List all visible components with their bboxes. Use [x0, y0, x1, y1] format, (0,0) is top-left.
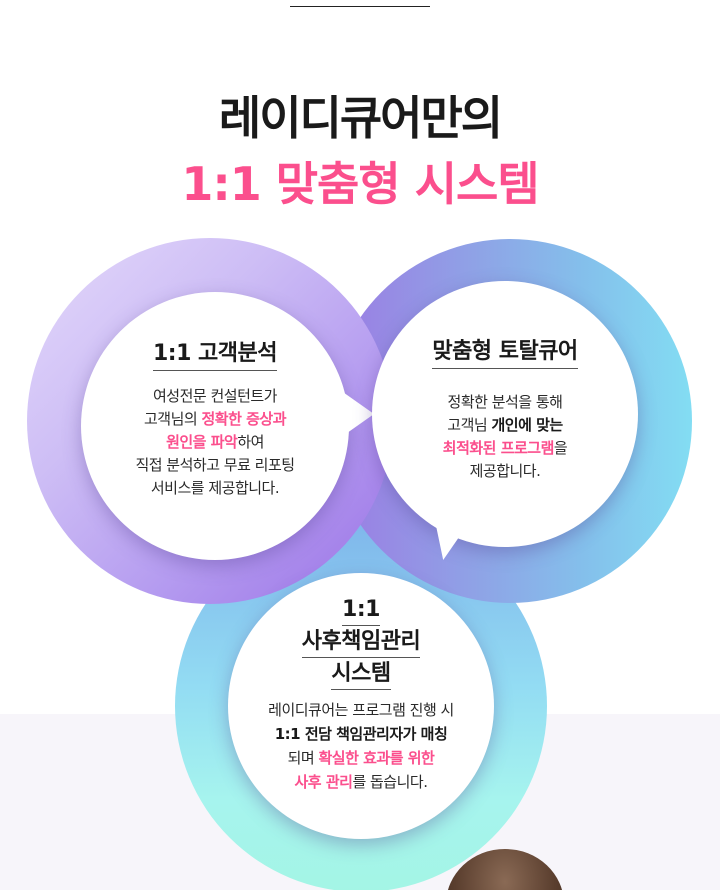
total-cure-bubble — [372, 281, 638, 547]
description-line: 최적화된 프로그램을 — [372, 437, 638, 460]
highlight-text: 사후 관리 — [294, 773, 353, 791]
aftercare-title-line-3: 시스템 — [331, 660, 391, 690]
description-line: 여성전문 컨설턴트가 — [81, 385, 349, 408]
description-line: 정확한 분석을 통해 — [372, 391, 638, 414]
total-cure-title: 맞춤형 토탈큐어 — [432, 338, 578, 369]
total-cure-bubble-tail — [429, 520, 471, 560]
description-text: 되며 — [287, 749, 319, 767]
description-text: 제공합니다. — [469, 462, 541, 480]
aftercare-card: 1:1 사후책임관리 시스템 레이디큐어는 프로그램 진행 시 1:1 전담 책임… — [228, 596, 494, 794]
highlight-text: 정확한 증상과 — [201, 410, 286, 428]
description-text: 고객님의 — [144, 410, 202, 428]
description-line: 고객님 개인에 맞는 — [372, 414, 638, 437]
description-line: 서비스를 제공합니다. — [81, 477, 349, 500]
description-line: 1:1 전담 책임관리자가 매칭 — [228, 722, 494, 746]
highlight-text: 최적화된 프로그램 — [442, 439, 555, 457]
description-text: 개인에 맞는 — [491, 416, 563, 434]
description-line: 제공합니다. — [372, 460, 638, 483]
description-text: 레이디큐어는 프로그램 진행 시 — [268, 701, 454, 719]
aftercare-title-line-2: 사후책임관리 — [301, 628, 421, 658]
headline-line-2: 1:1 맞춤형 시스템 — [181, 157, 539, 211]
analysis-bubble — [81, 292, 349, 560]
aftercare-title: 1:1 사후책임관리 시스템 — [228, 596, 494, 692]
analysis-bubble-tail — [340, 390, 374, 438]
aftercare-bubble — [228, 573, 494, 839]
description-line: 직접 분석하고 무료 리포팅 — [81, 454, 349, 477]
description-text: 고객님 — [447, 416, 492, 434]
description-line: 고객님의 정확한 증상과 — [81, 408, 349, 431]
description-text: 서비스를 제공합니다. — [150, 479, 280, 497]
headline-line-1: 레이디큐어만의 — [218, 91, 503, 145]
highlight-text: 확실한 효과를 위한 — [318, 749, 435, 767]
description-line: 사후 관리를 돕습니다. — [228, 770, 494, 794]
description-text: 1:1 전담 책임관리자가 매칭 — [274, 725, 448, 743]
description-text: 여성전문 컨설턴트가 — [153, 387, 277, 405]
top-divider — [290, 6, 430, 7]
highlight-text: 원인을 파악 — [166, 433, 238, 451]
section-headline: 레이디큐어만의 1:1 맞춤형 시스템 — [0, 88, 720, 214]
description-text: 정확한 분석을 통해 — [447, 393, 563, 411]
description-text: 를 돕습니다. — [352, 773, 428, 791]
analysis-title: 1:1 고객분석 — [152, 340, 278, 371]
description-text: 을 — [553, 439, 568, 457]
description-line: 원인을 파악하여 — [81, 431, 349, 454]
description-line: 레이디큐어는 프로그램 진행 시 — [228, 698, 494, 722]
aftercare-title-line-1: 1:1 — [342, 596, 380, 626]
description-text: 직접 분석하고 무료 리포팅 — [135, 456, 295, 474]
description-line: 되며 확실한 효과를 위한 — [228, 746, 494, 770]
description-text: 하여 — [237, 433, 264, 451]
